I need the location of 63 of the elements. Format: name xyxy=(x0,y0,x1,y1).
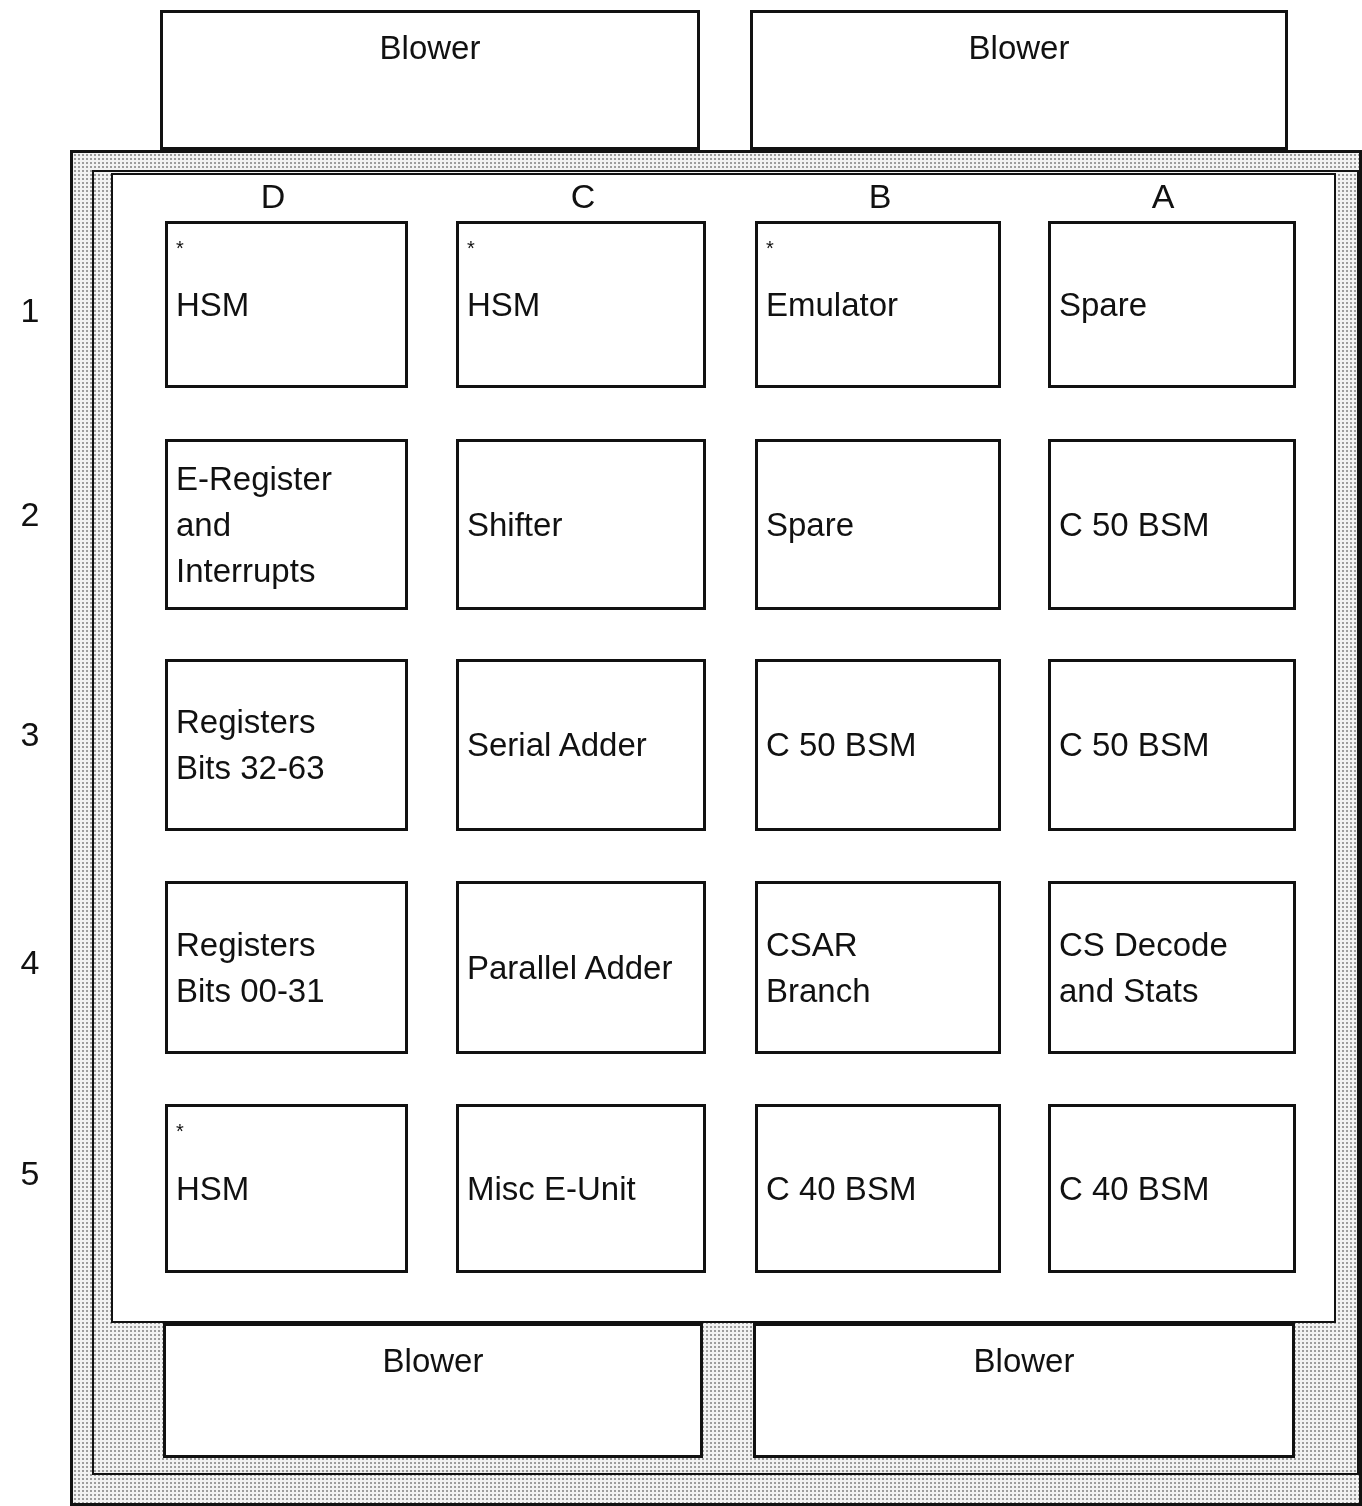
column-label: B xyxy=(868,176,892,216)
card-label: HSM xyxy=(176,1168,251,1209)
row-label: 5 xyxy=(20,1153,40,1193)
blower-box xyxy=(753,1323,1295,1458)
card-box xyxy=(165,659,408,831)
blower-box xyxy=(160,10,700,150)
blower-label: Blower xyxy=(967,28,1071,68)
column-label: C xyxy=(570,176,596,216)
blower-label: Blower xyxy=(378,28,482,68)
card-label: E-Register and Interrupts xyxy=(176,458,333,591)
card-label: CS Decode and Stats xyxy=(1059,924,1229,1011)
blower-box xyxy=(750,10,1288,150)
card-box xyxy=(1048,221,1296,388)
row-label: 1 xyxy=(20,290,40,330)
card-label: Registers Bits 32-63 xyxy=(176,702,326,788)
column-label: D xyxy=(260,176,286,216)
card-box xyxy=(755,439,1001,610)
card-box xyxy=(1048,1104,1296,1273)
row-label: 3 xyxy=(20,714,40,754)
asterisk-mark: * xyxy=(176,1121,184,1141)
card-label: CSAR Branch xyxy=(766,924,872,1011)
card-box xyxy=(456,221,706,388)
card-box xyxy=(165,221,408,388)
card-label: Emulator xyxy=(766,284,900,325)
card-box xyxy=(165,439,408,610)
blower-box xyxy=(163,1323,703,1458)
card-box xyxy=(755,881,1001,1054)
card-label: C 50 BSM xyxy=(766,725,918,765)
card-box xyxy=(456,659,706,831)
column-label: A xyxy=(1151,176,1175,216)
card-label: C 40 BSM xyxy=(766,1168,918,1209)
card-label: Misc E-Unit xyxy=(467,1168,637,1209)
card-box xyxy=(165,1104,408,1273)
row-label: 4 xyxy=(20,942,40,982)
asterisk-mark: * xyxy=(467,238,475,258)
blower-label: Blower xyxy=(381,1341,485,1381)
card-box xyxy=(1048,881,1296,1054)
card-box xyxy=(755,1104,1001,1273)
card-label: Parallel Adder xyxy=(467,947,673,988)
card-label: HSM xyxy=(467,284,542,325)
card-box xyxy=(755,221,1001,388)
asterisk-mark: * xyxy=(766,238,774,258)
row-label: 2 xyxy=(20,494,40,534)
card-label: C 40 BSM xyxy=(1059,1168,1211,1209)
card-label: Shifter xyxy=(467,504,564,545)
card-box xyxy=(755,659,1001,831)
blower-label: Blower xyxy=(972,1341,1076,1381)
board-panel xyxy=(111,173,1336,1323)
card-label: Spare xyxy=(766,504,856,545)
card-label: C 50 BSM xyxy=(1059,504,1211,545)
frame-panel xyxy=(70,150,1362,1506)
asterisk-mark: * xyxy=(176,238,184,258)
card-label: C 50 BSM xyxy=(1059,725,1211,765)
card-box xyxy=(165,881,408,1054)
card-box xyxy=(1048,439,1296,610)
card-label: Spare xyxy=(1059,284,1149,325)
card-box xyxy=(1048,659,1296,831)
card-box xyxy=(456,439,706,610)
card-label: Serial Adder xyxy=(467,725,648,765)
card-box xyxy=(456,881,706,1054)
card-label: HSM xyxy=(176,284,251,325)
card-label: Registers Bits 00-31 xyxy=(176,924,326,1011)
card-box xyxy=(456,1104,706,1273)
